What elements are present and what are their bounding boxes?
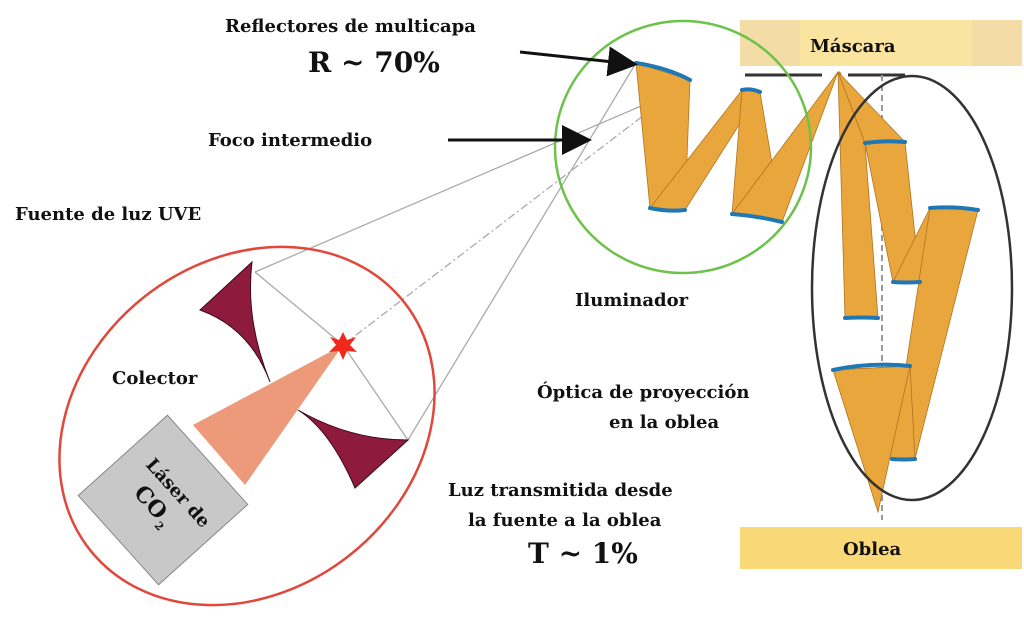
illuminator-beam: [635, 62, 839, 223]
mirror-7: [891, 280, 922, 285]
intermediate-focus-label: Foco intermedio: [208, 130, 372, 151]
projection-ellipse: [810, 74, 1014, 502]
mirror-6: [928, 205, 980, 212]
projection-beam: [832, 71, 979, 514]
reflector-arrow: [519, 46, 638, 77]
mirror-1: [634, 61, 692, 82]
mirror-10: [890, 457, 917, 462]
projection-label-line2: en la oblea: [609, 412, 719, 433]
collector-upper: [199, 260, 271, 383]
reflectors-label: Reflectores de multicapa: [225, 16, 476, 37]
mirror-9: [831, 362, 912, 372]
collector-label: Colector: [112, 368, 198, 389]
mirrors: [634, 61, 980, 462]
wafer-label: Oblea: [843, 539, 902, 560]
co2-laser: Láser de CO 2: [77, 414, 249, 586]
transmitted-label-line1: Luz transmitida desde: [448, 480, 673, 501]
mirror-5: [863, 139, 907, 145]
illuminator-label: Iluminador: [575, 290, 689, 311]
euv-source-label: Fuente de luz UVE: [15, 204, 201, 225]
plasma-source-icon: [329, 332, 357, 360]
mask-label: Máscara: [810, 36, 896, 57]
wafer-bar: Oblea: [740, 527, 1022, 569]
reflectance-value: R ~ 70%: [308, 46, 440, 79]
collector-lower: [297, 409, 410, 489]
mirror-4: [730, 212, 784, 224]
projection-label-line1: Óptica de proyección: [537, 380, 749, 403]
mirror-2: [740, 87, 762, 94]
mirror-8: [843, 315, 880, 320]
illuminator-circle: [553, 19, 813, 275]
mask-bar: Máscara: [740, 20, 1022, 66]
source-ellipse: [58, 245, 436, 607]
laser-beam: [193, 345, 343, 485]
euv-rays: [254, 62, 691, 441]
mirror-3: [648, 206, 687, 213]
transmitted-label-line2: la fuente a la oblea: [468, 510, 662, 531]
transmittance-value: T ~ 1%: [528, 537, 638, 570]
